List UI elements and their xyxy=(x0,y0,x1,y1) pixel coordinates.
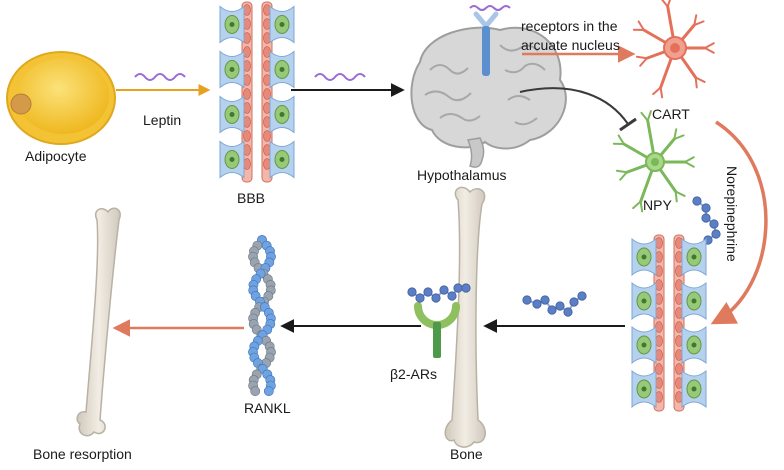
resorbed-bone xyxy=(77,208,120,435)
beta2-ars-label: β2-ARs xyxy=(390,366,437,382)
rankl-label: RANKL xyxy=(244,400,291,416)
adipocyte-label: Adipocyte xyxy=(25,148,86,164)
leptin-wave-2 xyxy=(315,74,365,80)
bone-resorption-label: Bone resorption xyxy=(33,446,132,462)
rankl-protein xyxy=(248,235,275,395)
bbb-barrier-right xyxy=(632,235,706,411)
norepinephrine-label: Norepinephrine xyxy=(724,166,740,262)
adipocyte-nucleus xyxy=(11,94,31,114)
adipocyte-cell xyxy=(7,52,115,144)
beta2-adrenergic-receptor xyxy=(418,306,456,358)
leptin-label: Leptin xyxy=(143,112,181,128)
receptors-label-line1: receptors in the xyxy=(521,18,618,34)
hypothalamus-label: Hypothalamus xyxy=(417,167,507,183)
inhibition-bar xyxy=(620,119,636,130)
cart-to-bbb-curved-arrow xyxy=(715,122,766,322)
bbb-barrier-top xyxy=(220,2,294,182)
receptors-label-line2: arcuate nucleus xyxy=(521,37,620,53)
norepinephrine-molecule-2 xyxy=(523,292,586,316)
bbb-label: BBB xyxy=(237,190,265,206)
cart-label: CART xyxy=(652,106,690,122)
cart-neuron xyxy=(634,0,714,97)
leptin-wave-1 xyxy=(135,74,185,80)
bone-label: Bone xyxy=(450,446,483,462)
npy-label: NPY xyxy=(643,197,672,213)
